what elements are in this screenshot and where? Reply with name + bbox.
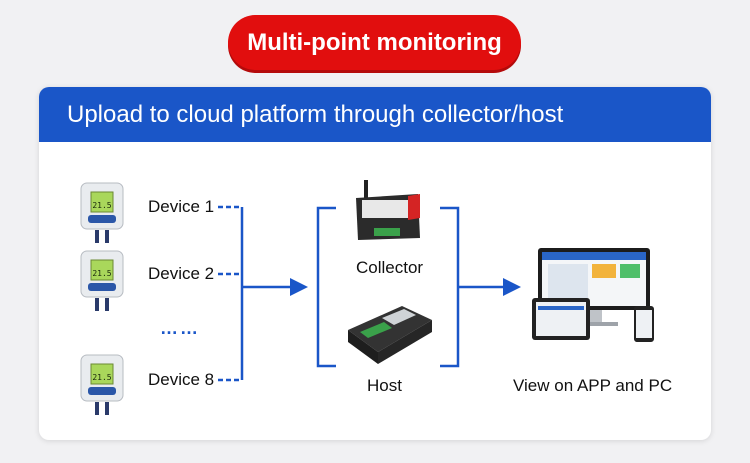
device2-label: Device 2 [148, 264, 215, 283]
device8-reading: 21.5 [92, 373, 111, 382]
host-label: Host [367, 376, 402, 395]
device8-label: Device 8 [148, 370, 215, 389]
device8-icon: 21.5 [80, 354, 124, 415]
device1-label: Device 1 [148, 197, 215, 216]
title-banner: Multi-point monitoring [228, 15, 521, 70]
arrow-to-cloud [503, 278, 521, 296]
collector-icon [356, 180, 420, 240]
output-label: View on APP and PC [513, 376, 673, 395]
card-header: Upload to cloud platform through collect… [39, 87, 711, 142]
ellipsis: …… [160, 318, 200, 338]
title-text: Multi-point monitoring [247, 28, 502, 56]
pc-app-icon [532, 248, 654, 342]
arrow-to-gateway [290, 278, 308, 296]
gateway-bracket-left [316, 206, 336, 368]
card-header-text: Upload to cloud platform through collect… [67, 100, 564, 128]
device2-icon: 21.5 [80, 250, 124, 311]
device2-reading: 21.5 [92, 269, 111, 278]
collector-label: Collector [356, 258, 424, 277]
device1-icon: 21.5 [80, 182, 124, 243]
host-icon [348, 306, 432, 364]
gateway-bracket-right [440, 206, 460, 368]
device1-reading: 21.5 [92, 201, 111, 210]
